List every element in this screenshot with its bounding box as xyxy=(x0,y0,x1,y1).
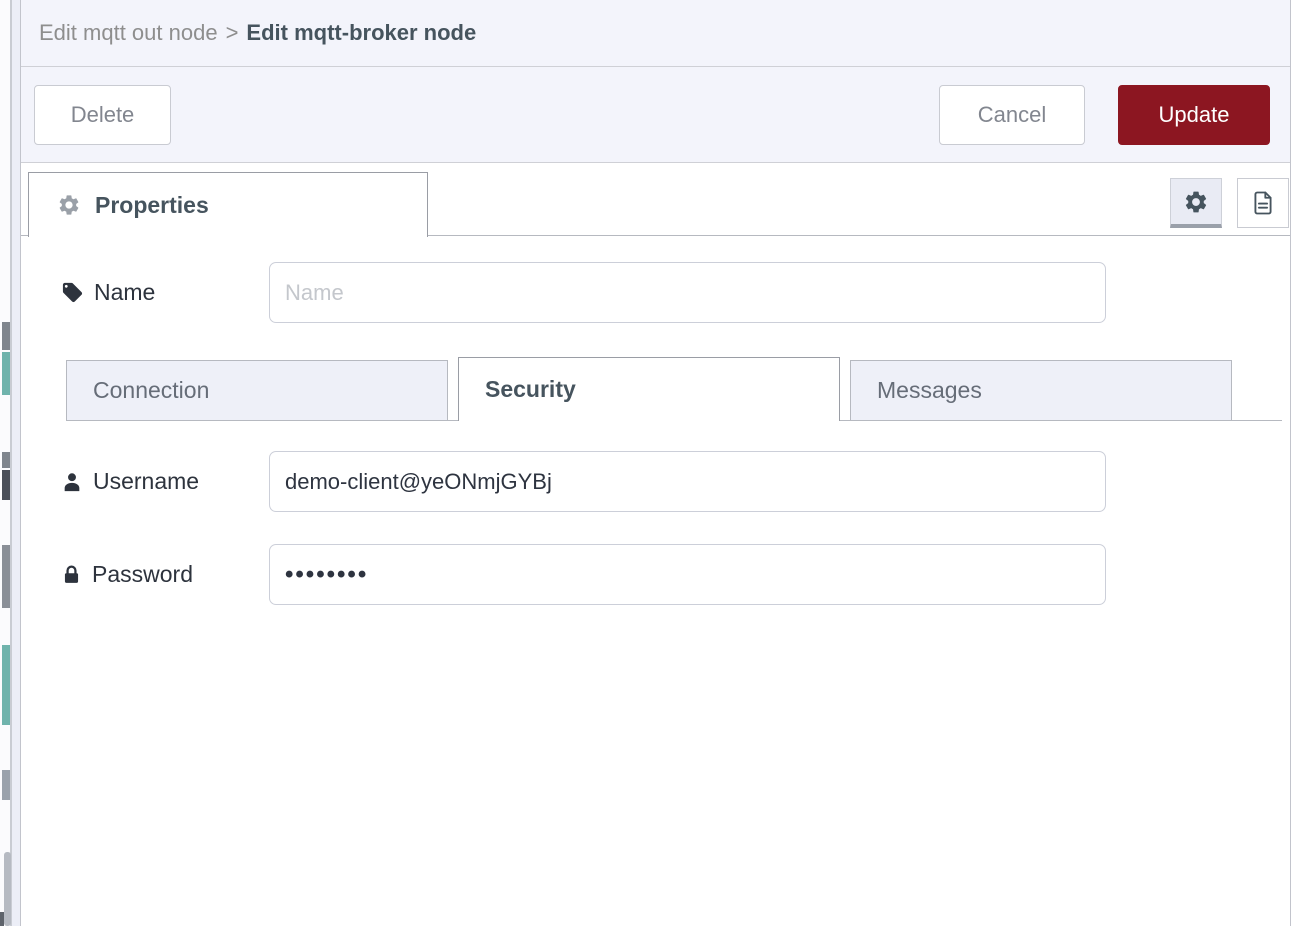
password-input[interactable] xyxy=(269,544,1106,605)
tab-messages-label: Messages xyxy=(877,377,982,403)
node-properties-form: Name Connection Security Messages Userna… xyxy=(21,236,1290,605)
palette-node-fragment xyxy=(0,912,4,926)
tab-security-label: Security xyxy=(485,376,576,402)
tab-properties[interactable]: Properties xyxy=(28,172,428,237)
delete-button[interactable]: Delete xyxy=(34,84,171,145)
username-label: Username xyxy=(61,468,269,495)
username-label-text: Username xyxy=(93,468,200,494)
tab-connection-label: Connection xyxy=(93,377,210,403)
palette-node-fragment xyxy=(2,770,10,800)
palette-scrollbar[interactable] xyxy=(4,852,11,926)
name-row: Name xyxy=(61,262,1290,323)
palette-node-fragment xyxy=(2,322,10,350)
dialog-button-bar: Delete Cancel Update xyxy=(21,67,1290,163)
lock-icon xyxy=(64,565,79,583)
cancel-button[interactable]: Cancel xyxy=(939,84,1085,145)
palette-node-fragment xyxy=(2,452,10,468)
tab-properties-label: Properties xyxy=(95,191,209,218)
palette-node-fragment xyxy=(2,470,10,500)
password-row: Password xyxy=(61,544,1290,605)
update-button[interactable]: Update xyxy=(1118,84,1270,145)
gear-icon xyxy=(59,195,79,215)
tag-icon xyxy=(62,282,83,303)
workspace-gutter xyxy=(12,0,20,926)
user-icon xyxy=(64,472,80,491)
edit-node-dialog: Edit mqtt out node > Edit mqtt-broker no… xyxy=(20,0,1291,926)
tab-security[interactable]: Security xyxy=(458,357,840,421)
breadcrumb-separator: > xyxy=(225,20,239,45)
username-row: Username xyxy=(61,451,1290,512)
name-input[interactable] xyxy=(269,262,1106,323)
palette-node-fragment xyxy=(2,545,10,608)
name-label-text: Name xyxy=(94,279,156,305)
dialog-header: Edit mqtt out node > Edit mqtt-broker no… xyxy=(21,0,1290,67)
broker-section-tabs: Connection Security Messages xyxy=(66,357,1282,421)
gear-icon xyxy=(1185,191,1207,212)
username-input[interactable] xyxy=(269,451,1106,512)
password-label: Password xyxy=(61,561,269,588)
editor-tab-bar: Properties xyxy=(21,172,1290,237)
palette-node-fragment xyxy=(2,645,10,725)
breadcrumb-current: Edit mqtt-broker node xyxy=(246,20,477,45)
tab-connection[interactable]: Connection xyxy=(66,360,448,420)
tab-messages[interactable]: Messages xyxy=(850,360,1232,420)
name-label: Name xyxy=(61,279,269,306)
password-label-text: Password xyxy=(92,561,193,587)
document-icon xyxy=(1254,191,1272,215)
palette-node-fragment xyxy=(2,352,10,395)
node-description-button[interactable] xyxy=(1237,178,1289,228)
breadcrumb-parent[interactable]: Edit mqtt out node xyxy=(39,20,218,45)
workspace-edge-strip xyxy=(0,0,20,926)
palette-divider xyxy=(10,0,12,926)
node-settings-button[interactable] xyxy=(1170,178,1222,228)
